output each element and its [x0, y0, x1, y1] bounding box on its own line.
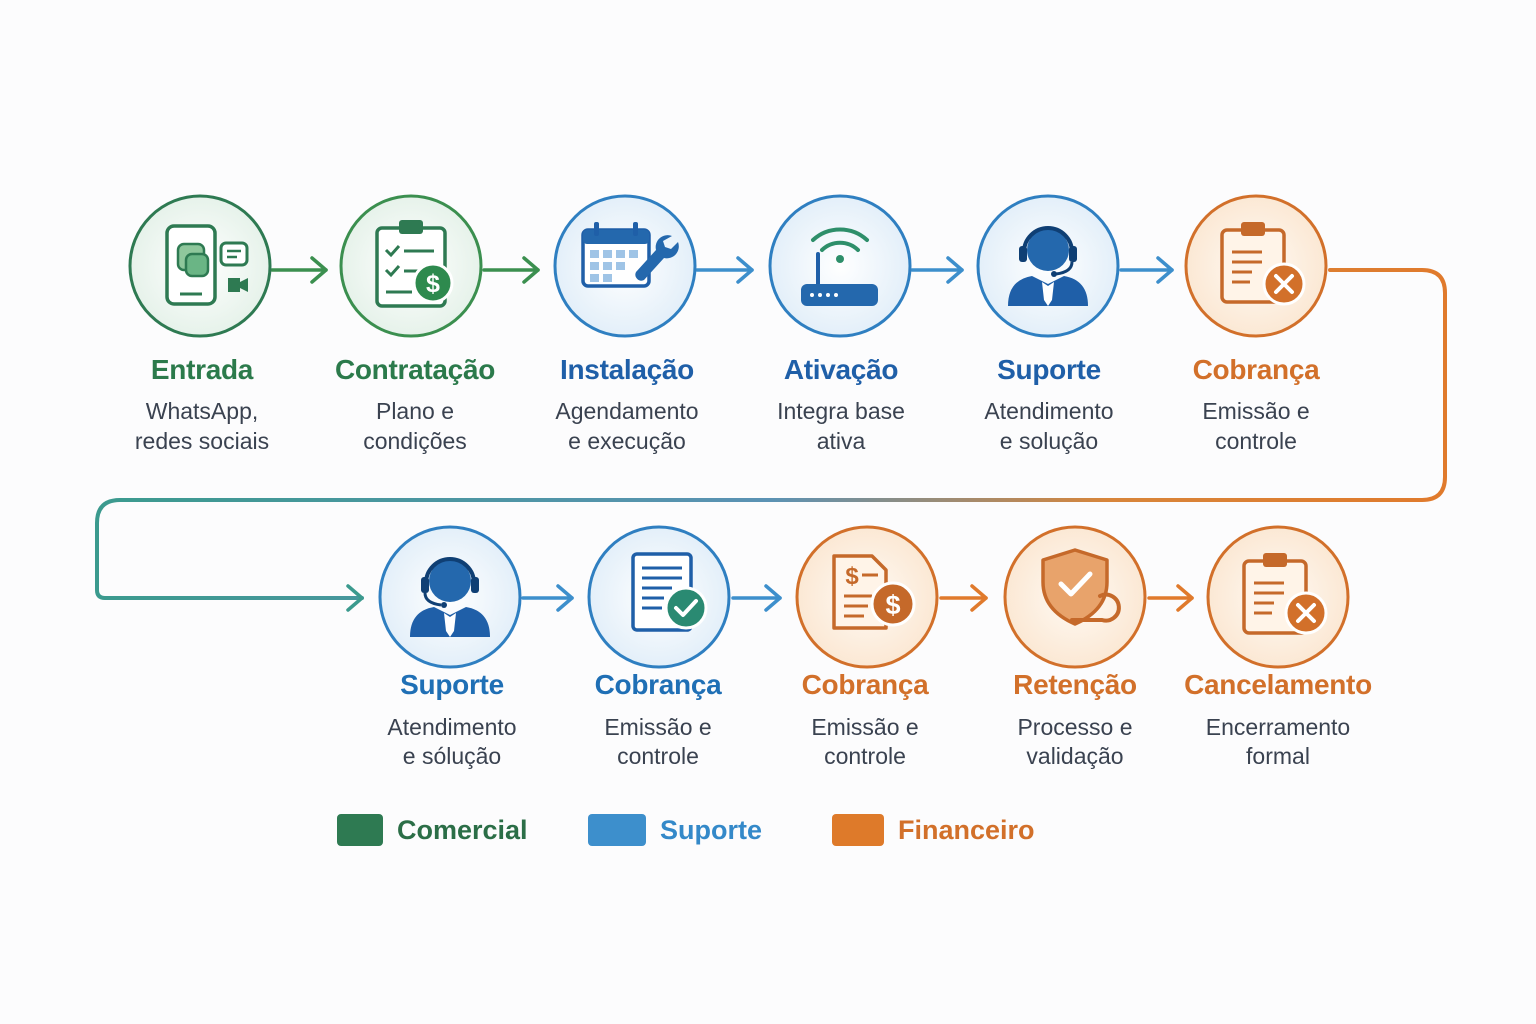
step-description: Emissão e controle [1202, 398, 1310, 454]
step-title: Suporte [400, 669, 504, 700]
legend-swatch-comercial [337, 814, 383, 846]
step-title: Suporte [997, 354, 1101, 385]
svg-text:$: $ [426, 270, 440, 298]
headset-agent-icon [410, 557, 490, 637]
step-suporte-node [976, 194, 1120, 338]
step-retencao-node [1003, 525, 1147, 669]
legend-swatch-financeiro [832, 814, 884, 846]
svg-text:$: $ [845, 563, 859, 590]
connector-row1-3 [695, 256, 754, 284]
connector-row1-5 [1119, 256, 1174, 284]
clipboard-cancel-icon [1220, 222, 1306, 306]
step-cobranca-2-node [587, 525, 731, 669]
step-ativacao: Ativação Integra base ativa [731, 354, 951, 456]
step-title: Retenção [1013, 669, 1137, 700]
step-cobranca-node [1184, 194, 1328, 338]
step-description: Integra base ativa [777, 398, 905, 454]
connector-row1-1 [270, 256, 328, 284]
step-description: Emissão e controle [811, 714, 919, 769]
legend-label-comercial: Comercial [397, 814, 528, 845]
step-description: Encerramento formal [1205, 714, 1351, 769]
legend-item-comercial: Comercial [337, 812, 528, 848]
step-ativacao-node [768, 194, 912, 338]
step-title: Instalação [560, 354, 694, 385]
step-title: Cancelamento [1184, 669, 1372, 700]
step-description: Plano e condições [363, 398, 467, 454]
calendar-wrench-icon [581, 222, 679, 288]
step-suporte-2-node [378, 525, 522, 669]
phone-chat-icon [165, 224, 249, 306]
step-entrada: Entrada WhatsApp, redes sociais [92, 354, 312, 456]
step-cobranca-3-node: $ $ [795, 525, 939, 669]
step-cobranca: Cobrança Emissão e controle [1146, 354, 1366, 456]
step-suporte: Suporte Atendimento e solução [939, 354, 1159, 456]
legend-item-financeiro: Financeiro [832, 812, 1035, 848]
connector-row2-3 [939, 584, 988, 612]
loop-connector [95, 268, 1447, 600]
step-cobranca-2: Cobrança Emissão e controle [548, 669, 768, 771]
legend-swatch-suporte [588, 814, 646, 846]
legend-label-financeiro: Financeiro [898, 814, 1035, 845]
step-title: Cobrança [801, 669, 929, 700]
step-suporte-2: Suporte Atendimento e sólução [342, 669, 562, 771]
step-title: Contratação [334, 354, 496, 385]
step-description: Atendimento e solução [984, 398, 1114, 454]
step-title: Entrada [150, 354, 254, 385]
step-title: Cobrança [594, 669, 722, 700]
shield-check-icon [1041, 548, 1121, 626]
step-description: Emissão e controle [604, 714, 712, 769]
step-title: Ativação [783, 354, 899, 385]
connector-row2-2 [731, 584, 782, 612]
connector-row2-1 [521, 584, 574, 612]
legend-label-suporte: Suporte [660, 814, 763, 845]
connector-row2-4 [1147, 584, 1194, 612]
connector-row1-4 [910, 256, 964, 284]
loop-arrowhead [346, 584, 364, 612]
step-description: WhatsApp, redes sociais [134, 398, 270, 454]
clipboard-dollar-icon: $ [375, 220, 454, 308]
step-instalacao-node [553, 194, 697, 338]
svg-text:$: $ [885, 590, 900, 620]
step-cobranca-3: Cobrança Emissão e controle [755, 669, 975, 771]
step-description: Atendimento e sólução [387, 714, 517, 769]
wifi-router-icon [801, 227, 878, 306]
step-entrada-node [128, 194, 272, 338]
step-description: Agendamento e execução [555, 398, 699, 454]
legend-item-suporte: Suporte [588, 812, 762, 848]
step-title: Cobrança [1192, 354, 1320, 385]
connector-row1-2 [482, 256, 540, 284]
step-instalacao: Instalação Agendamento e execução [517, 354, 737, 456]
step-cancelamento: Cancelamento Encerramento formal [1168, 669, 1388, 771]
document-check-icon [631, 552, 708, 632]
step-cancelamento-node [1206, 525, 1350, 669]
step-description: Processo e validação [1017, 714, 1133, 769]
step-contratacao: Contratação Plano e condições [305, 354, 525, 456]
invoice-dollar-icon: $ $ [832, 554, 916, 630]
step-contratacao-node: $ [339, 194, 483, 338]
step-retencao: Retenção Processo e validação [965, 669, 1185, 771]
clipboard-cancel-icon [1242, 553, 1328, 635]
headset-agent-icon [1008, 226, 1088, 306]
